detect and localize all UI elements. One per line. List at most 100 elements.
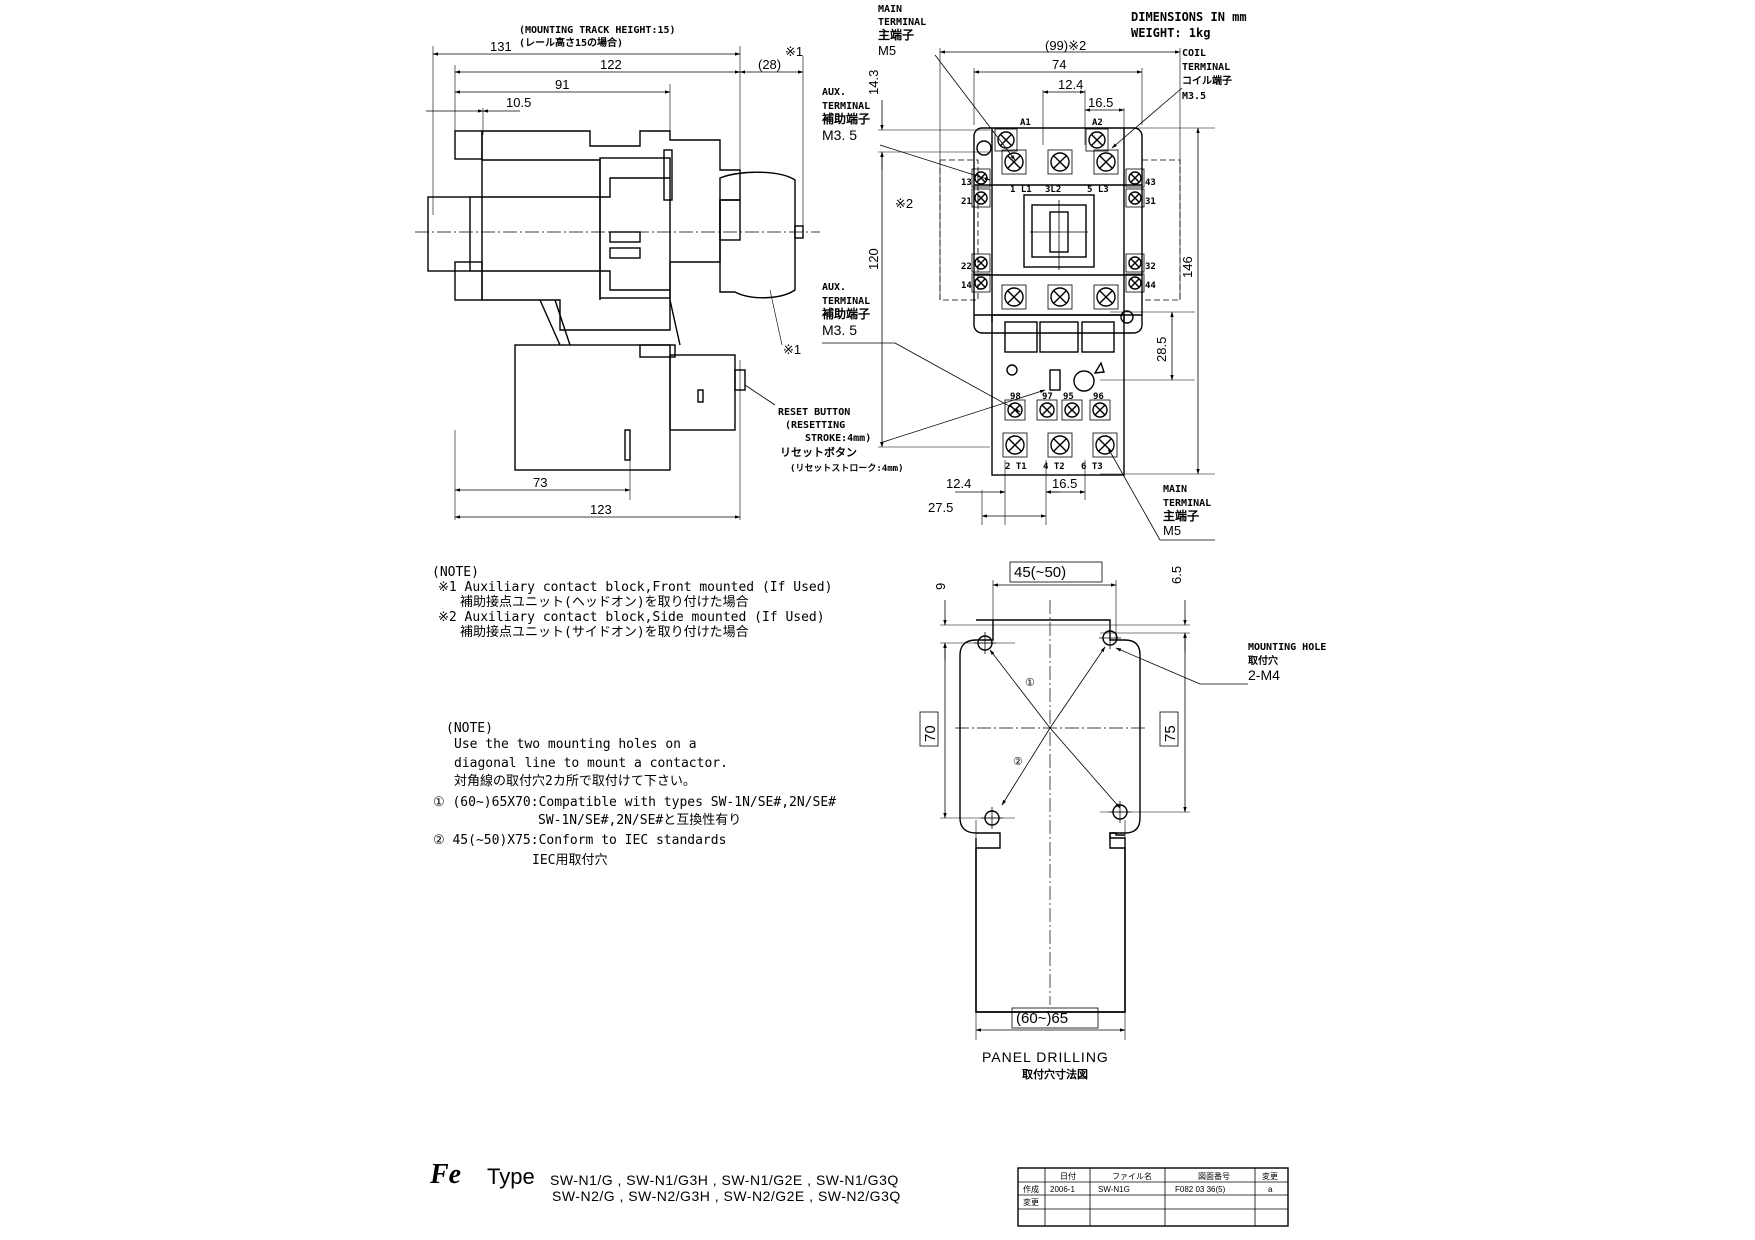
screw-97 bbox=[1036, 399, 1058, 421]
note1-line3: ※2 Auxiliary contact block,Side mounted … bbox=[438, 610, 825, 625]
notes-auxiliary: (NOTE) ※1 Auxiliary contact block,Front … bbox=[432, 565, 832, 640]
svg-text:Fe: Fe bbox=[429, 1159, 461, 1190]
ref-2-side: ※2 bbox=[895, 196, 913, 211]
hole-bottom-left bbox=[981, 807, 1003, 829]
note2-title: (NOTE) bbox=[446, 721, 493, 736]
dim-60-65: (60~)65 bbox=[1016, 1010, 1068, 1027]
dim-70: 70 bbox=[922, 725, 939, 742]
header: DIMENSIONS IN mm WEIGHT: 1kg bbox=[1131, 10, 1247, 40]
tb-header-drawing: 図面番号 bbox=[1198, 1171, 1230, 1181]
side-aux-hidden-left bbox=[939, 159, 979, 301]
aux-terminal-mid-l1: AUX. bbox=[822, 282, 846, 293]
main-terminal-bot-l3: 主端子 bbox=[1163, 508, 1199, 523]
types-line1: SW-N1/G , SW-N1/G3H , SW-N1/G2E , SW-N1/… bbox=[550, 1172, 899, 1188]
hole-top-left bbox=[974, 632, 996, 654]
screw-l2 bbox=[1047, 149, 1073, 175]
screw-31 bbox=[1125, 188, 1145, 208]
label-a2: A2 bbox=[1092, 118, 1103, 128]
note2-line6: ② 45(~50)X75:Conform to IEC standards bbox=[433, 833, 726, 848]
dim-10-5: 10.5 bbox=[506, 95, 531, 110]
dim-74: 74 bbox=[1052, 57, 1066, 72]
panel-drilling: 45(~50) 9 6.5 70 75 (60~)65 ① ② MOU bbox=[919, 561, 1326, 1081]
main-terminal-top-l4: M5 bbox=[878, 43, 896, 58]
screw-mid-1 bbox=[1001, 284, 1027, 310]
dim-45-50: 45(~50) bbox=[1014, 564, 1066, 581]
mounting-hole-l3: 2-M4 bbox=[1248, 667, 1280, 683]
screw-14 bbox=[971, 273, 991, 293]
dim-14-3: 14.3 bbox=[866, 70, 881, 95]
terminal-screws bbox=[971, 128, 1145, 458]
dim-12-4-bot: 12.4 bbox=[946, 476, 971, 491]
note1-title: (NOTE) bbox=[432, 565, 479, 580]
main-terminal-bot-l1: MAIN bbox=[1163, 484, 1187, 495]
main-terminal-bot-l2: TERMINAL bbox=[1163, 498, 1211, 509]
dim-146: 146 bbox=[1180, 256, 1195, 278]
aux-terminal-mid-l2: TERMINAL bbox=[822, 296, 870, 307]
screw-t1 bbox=[1002, 432, 1028, 458]
panel-drilling-caption: PANEL DRILLING bbox=[982, 1049, 1109, 1065]
screw-96 bbox=[1089, 399, 1111, 421]
side-body: ※1 bbox=[415, 130, 820, 471]
screw-mid-2 bbox=[1047, 284, 1073, 310]
label-2t1: 2 T1 bbox=[1005, 462, 1027, 472]
screw-l3 bbox=[1093, 149, 1119, 175]
main-terminal-bot-l4: M5 bbox=[1163, 523, 1181, 538]
label-a1: A1 bbox=[1020, 118, 1031, 128]
label-1l1: 1 L1 bbox=[1010, 185, 1032, 195]
side-aux-hidden-right bbox=[1141, 159, 1181, 301]
coil-terminal-l1: COIL bbox=[1182, 48, 1206, 59]
dim-6-5: 6.5 bbox=[1169, 566, 1184, 584]
tb-header-date: 日付 bbox=[1060, 1171, 1076, 1181]
dim-123: 123 bbox=[590, 502, 612, 517]
front-dimensions: (99)※2 74 12.4 16.5 14.3 120 146 28.5 12… bbox=[866, 38, 1200, 518]
screw-98 bbox=[1004, 399, 1026, 421]
contactor-front-body bbox=[973, 127, 1143, 476]
screw-l1 bbox=[1001, 149, 1027, 175]
main-terminal-bot-callout: MAIN TERMINAL 主端子 M5 bbox=[1107, 447, 1215, 541]
aux-terminal-top-callout: AUX. TERMINAL 補助端子 M3. 5 bbox=[821, 87, 991, 181]
screw-22 bbox=[971, 253, 991, 273]
dim-27-5: 27.5 bbox=[928, 500, 953, 515]
note2-line7: IEC用取付穴 bbox=[532, 853, 607, 868]
aux-terminal-mid-callout: AUX. TERMINAL 補助端子 M3. 5 bbox=[821, 282, 1021, 413]
terminal-labels: A1 A2 1 L1 3L2 5 L3 13 21 22 14 43 31 32… bbox=[961, 118, 1156, 472]
label-44: 44 bbox=[1145, 281, 1156, 291]
dim-131: 131 bbox=[490, 39, 512, 54]
ref-1-top: ※1 bbox=[785, 44, 803, 59]
types-line2: SW-N2/G , SW-N2/G3H , SW-N2/G2E , SW-N2/… bbox=[552, 1188, 901, 1204]
label-4t2: 4 T2 bbox=[1043, 462, 1065, 472]
hole-bottom-right bbox=[1109, 801, 1131, 823]
screw-t2 bbox=[1047, 432, 1073, 458]
aux-terminal-top-l3: 補助端子 bbox=[821, 111, 870, 126]
dim-12-4-top: 12.4 bbox=[1058, 77, 1083, 92]
reset-label-1: RESET BUTTON bbox=[778, 407, 850, 418]
screw-a2 bbox=[1085, 128, 1109, 152]
label-21: 21 bbox=[961, 197, 972, 207]
aux-terminal-top-l4: M3. 5 bbox=[822, 127, 857, 143]
label-95: 95 bbox=[1063, 392, 1074, 402]
reset-label-2: (RESETTING bbox=[785, 420, 845, 431]
dim-120: 120 bbox=[866, 248, 881, 270]
label-31: 31 bbox=[1145, 197, 1156, 207]
screw-95 bbox=[1061, 399, 1083, 421]
dim-9: 9 bbox=[933, 583, 948, 590]
tb-row1-date: 2006-1 bbox=[1050, 1185, 1075, 1194]
note2-line3: 対角線の取付穴2カ所で取付けて下さい。 bbox=[454, 773, 696, 789]
label-43: 43 bbox=[1145, 178, 1156, 188]
coil-terminal-l3: コイル端子 bbox=[1182, 74, 1232, 87]
label-97: 97 bbox=[1042, 392, 1053, 402]
mounting-hole-l1: MOUNTING HOLE bbox=[1248, 642, 1326, 653]
dim-28-5: 28.5 bbox=[1154, 337, 1169, 362]
main-terminal-top-l3: 主端子 bbox=[878, 27, 914, 42]
note2-line2: diagonal line to mount a contactor. bbox=[454, 756, 728, 771]
coil-terminal-l2: TERMINAL bbox=[1182, 62, 1230, 73]
dim-75: 75 bbox=[1162, 725, 1179, 742]
aux-terminal-mid-l3: 補助端子 bbox=[821, 306, 870, 321]
front-extension-lines bbox=[878, 48, 1215, 525]
label-98: 98 bbox=[1010, 392, 1021, 402]
reset-label-jp2: (リセットストローク:4mm) bbox=[790, 463, 904, 474]
mark-1: ① bbox=[1025, 677, 1035, 689]
notes-mounting: (NOTE) Use the two mounting holes on a d… bbox=[433, 721, 836, 868]
dim-99: (99)※2 bbox=[1045, 38, 1086, 53]
